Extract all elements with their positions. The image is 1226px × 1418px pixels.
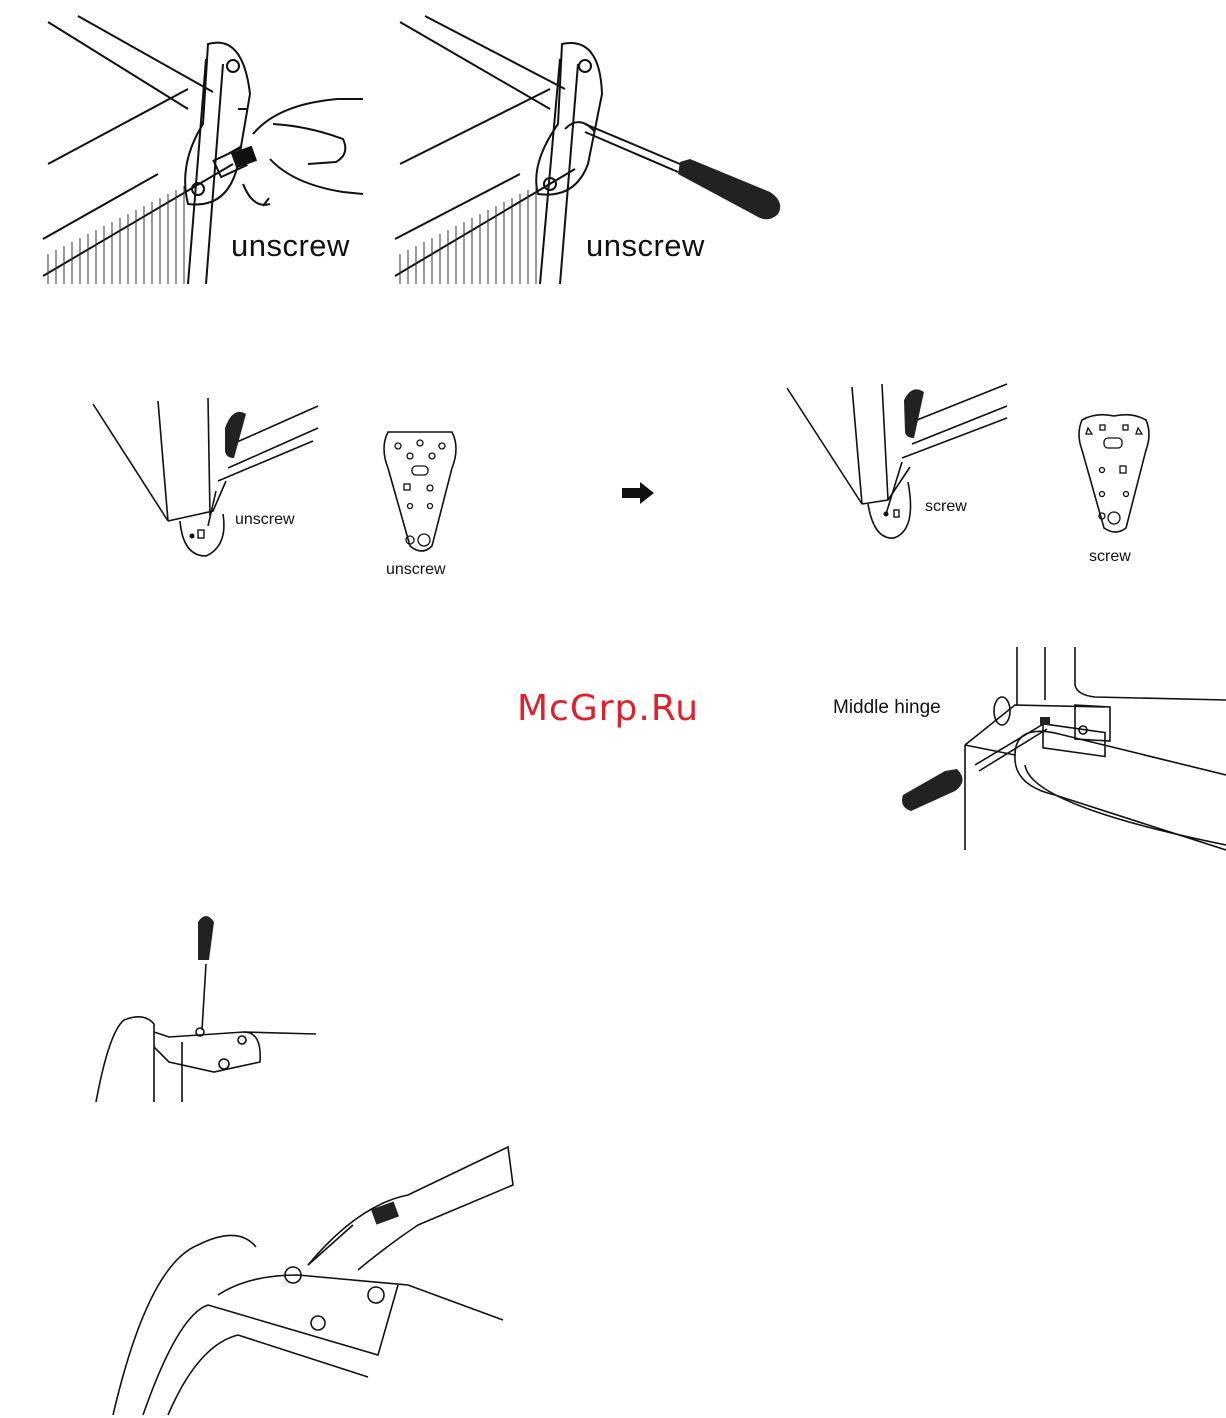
hinge-plate-screw-illustration (1076, 410, 1152, 536)
unscrew-label-plate: unscrew (386, 561, 446, 579)
unscrew-label-wrench: unscrew (231, 228, 350, 264)
unscrew-label-screwdriver: unscrew (586, 228, 705, 264)
right-arrow-icon (620, 481, 656, 505)
screw-label-bottom-hinge: screw (925, 498, 967, 516)
hinge-plate-unscrew-illustration (380, 428, 460, 556)
screw-label-plate: screw (1089, 548, 1131, 566)
watermark: McGrp.Ru (517, 688, 699, 729)
middle-hinge-illustration (895, 645, 1226, 850)
top-hinge-wrench-illustration (108, 1145, 513, 1415)
unscrew-label-bottom-hinge: unscrew (235, 511, 295, 529)
top-hinge-screwdriver-illustration (94, 912, 324, 1107)
bottom-hinge-screw-illustration (782, 382, 1012, 542)
middle-hinge-label: Middle hinge (833, 697, 941, 719)
bottom-hinge-unscrew-illustration (88, 396, 328, 566)
